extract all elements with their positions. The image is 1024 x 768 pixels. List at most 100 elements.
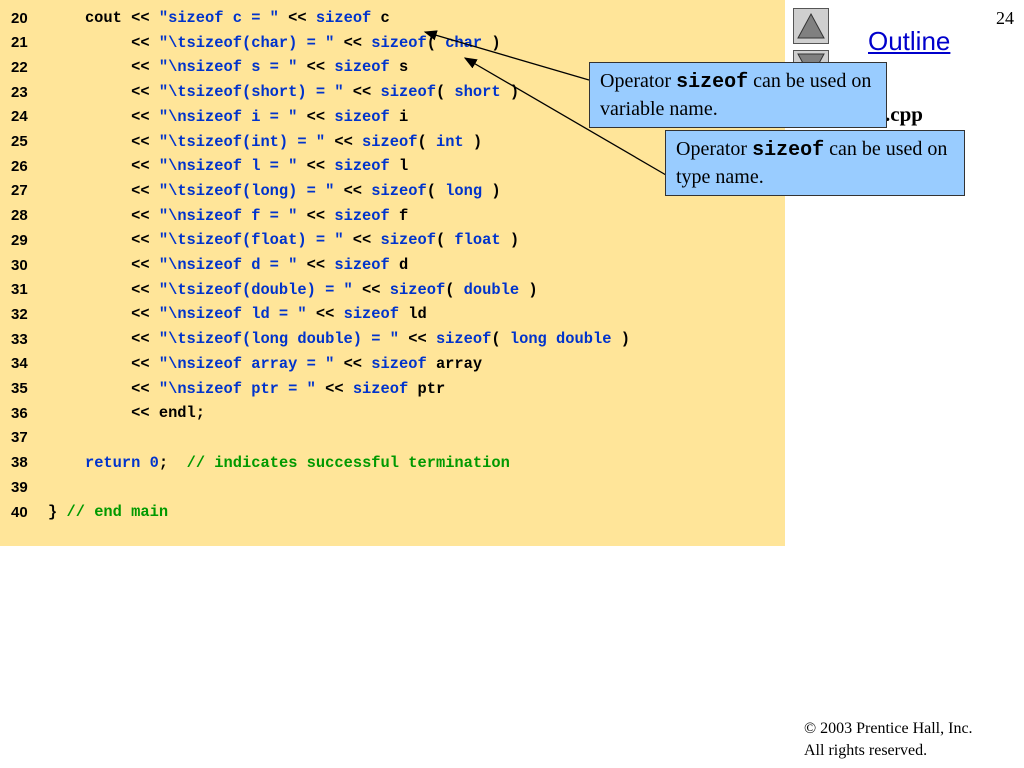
- code-token: <<: [297, 58, 335, 77]
- code-token: <<: [334, 181, 372, 200]
- code-token: sizeof: [380, 83, 436, 102]
- code-text: return 0; // indicates successful termin…: [48, 454, 510, 472]
- code-token: "\tsizeof(double) = ": [158, 280, 353, 299]
- code-token: double: [463, 280, 520, 299]
- code-token: sizeof: [371, 33, 427, 52]
- line-number: 22: [11, 58, 28, 76]
- code-token: f: [389, 206, 409, 225]
- code-text: << "\tsizeof(float) = " << sizeof( float…: [48, 231, 519, 249]
- code-token: "\nsizeof d = ": [158, 256, 298, 274]
- code-token: sizeof: [334, 58, 390, 77]
- code-token: "\nsizeof l = ": [158, 157, 298, 176]
- code-token: "\tsizeof(float) = ": [158, 231, 344, 250]
- code-text: } // end main: [48, 503, 168, 521]
- line-number: 27: [11, 182, 28, 200]
- previous-slide-button[interactable]: [793, 8, 829, 44]
- code-text: << "\nsizeof f = " << sizeof f: [48, 207, 408, 225]
- code-token: <<: [48, 206, 159, 225]
- code-line: 34 << "\nsizeof array = " << sizeof arra…: [0, 352, 785, 376]
- code-token: "\tsizeof(short) = ": [158, 83, 344, 102]
- code-token: (: [435, 231, 455, 250]
- callout-code: sizeof: [752, 139, 825, 162]
- line-number: 24: [11, 108, 28, 126]
- code-token: ): [611, 330, 630, 349]
- code-line: 37: [0, 426, 785, 450]
- code-token: ptr: [408, 379, 446, 398]
- code-token: <<: [352, 280, 390, 299]
- code-token: // indicates successful termination: [186, 453, 510, 472]
- code-token: sizeof: [389, 280, 446, 299]
- line-number: 40: [11, 503, 28, 521]
- code-text: << "\nsizeof i = " << sizeof i: [48, 108, 408, 126]
- code-token: "\nsizeof ptr = ": [158, 379, 316, 398]
- code-token: "sizeof c = ": [158, 9, 279, 27]
- code-token: "\nsizeof array = ": [158, 354, 335, 373]
- line-number: 32: [11, 305, 28, 323]
- code-token: (: [426, 33, 446, 52]
- code-token: array: [426, 354, 483, 373]
- line-number: 34: [11, 355, 28, 373]
- code-token: ): [519, 280, 538, 299]
- code-token: sizeof: [435, 330, 492, 349]
- code-token: }: [48, 503, 67, 521]
- code-token: "\tsizeof(int) = ": [158, 132, 326, 151]
- code-token: sizeof: [334, 157, 390, 176]
- code-token: 0: [149, 453, 159, 472]
- code-line: 35 << "\nsizeof ptr = " << sizeof ptr: [0, 377, 785, 401]
- code-token: sizeof: [343, 305, 399, 324]
- code-token: <<: [297, 107, 335, 126]
- code-line: 28 << "\nsizeof f = " << sizeof f: [0, 204, 785, 228]
- copyright-symbol: ©: [804, 720, 817, 737]
- callout-text-pre: Operator: [676, 138, 753, 160]
- code-token: int: [435, 132, 464, 151]
- code-token: c: [371, 9, 390, 27]
- line-number: 26: [11, 157, 28, 175]
- code-token: <<: [306, 305, 344, 324]
- code-token: // end main: [66, 503, 169, 521]
- code-token: sizeof: [362, 132, 418, 151]
- code-token: (: [491, 330, 510, 349]
- line-number: 37: [11, 429, 28, 447]
- code-line: 25 << "\tsizeof(int) = " << sizeof( int …: [0, 130, 785, 154]
- line-number: 31: [11, 281, 28, 299]
- line-number: 38: [11, 454, 28, 472]
- code-token: "\tsizeof(long double) = ": [158, 330, 399, 349]
- code-text: << "\tsizeof(long) = " << sizeof( long ): [48, 182, 501, 200]
- code-token: (: [445, 280, 464, 299]
- code-text: << "\tsizeof(char) = " << sizeof( char ): [48, 34, 501, 52]
- copyright-line-2: All rights reserved.: [804, 742, 928, 759]
- code-text: << "\nsizeof s = " << sizeof s: [48, 58, 408, 76]
- code-text: << "\nsizeof ld = " << sizeof ld: [48, 305, 427, 323]
- line-number: 35: [11, 380, 28, 397]
- code-token: <<: [297, 206, 335, 225]
- code-token: <<: [48, 256, 159, 274]
- code-token: "\nsizeof i = ": [158, 107, 298, 126]
- copyright-notice: © 2003 Prentice Hall, Inc. All rights re…: [804, 718, 973, 762]
- code-text: << "\tsizeof(int) = " << sizeof( int ): [48, 133, 482, 151]
- code-token: <<: [48, 83, 159, 102]
- code-token: char: [445, 33, 483, 52]
- code-text: cout << "sizeof c = " << sizeof c: [48, 9, 390, 27]
- code-line: 38 return 0; // indicates successful ter…: [0, 451, 785, 475]
- code-token: long double: [509, 330, 612, 349]
- code-token: s: [389, 58, 409, 77]
- code-token: [48, 454, 85, 472]
- code-line: 22 << "\nsizeof s = " << sizeof s: [0, 55, 785, 79]
- code-token: << endl;: [48, 404, 206, 423]
- code-token: return: [84, 453, 141, 472]
- code-token: <<: [343, 231, 381, 250]
- code-token: sizeof: [380, 231, 436, 250]
- code-token: sizeof: [334, 107, 390, 126]
- code-token: "\nsizeof s = ": [158, 58, 298, 77]
- line-number: 23: [11, 83, 28, 101]
- line-number: 36: [11, 404, 28, 422]
- code-token: i: [389, 107, 409, 126]
- code-token: <<: [48, 107, 159, 126]
- callout-text-post: can be used on variable name.: [600, 70, 872, 120]
- code-token: ): [500, 83, 520, 102]
- outline-link[interactable]: Outline: [868, 26, 951, 56]
- code-line: 33 << "\tsizeof(long double) = " << size…: [0, 327, 785, 351]
- code-token: <<: [48, 280, 159, 299]
- code-line: 27 << "\tsizeof(long) = " << sizeof( lon…: [0, 179, 785, 203]
- slide-page-number: 24: [996, 8, 1014, 28]
